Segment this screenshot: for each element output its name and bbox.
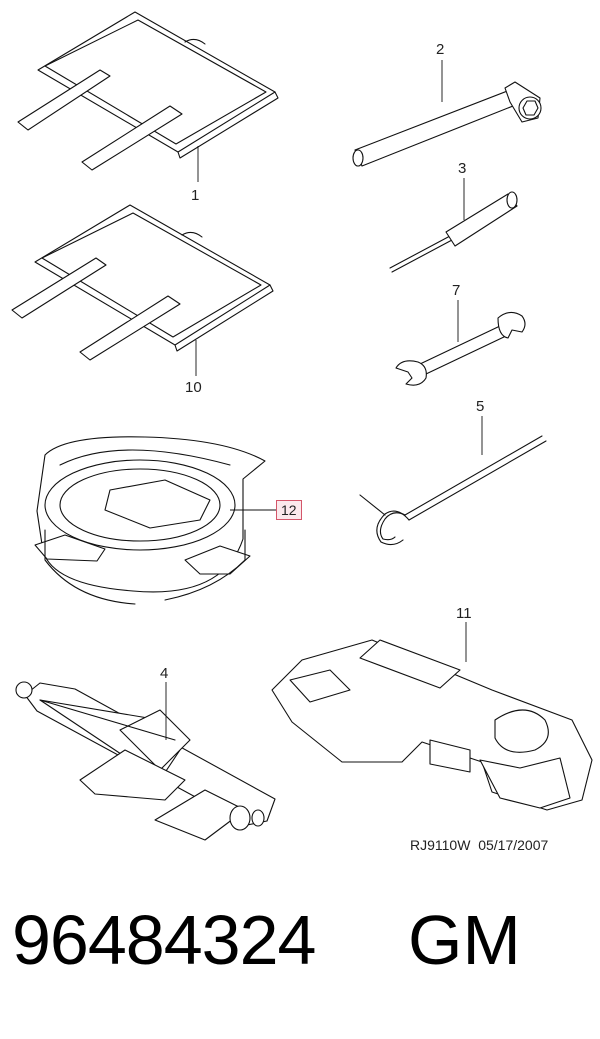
brand-name: GM <box>408 901 521 979</box>
callout-5: 5 <box>476 398 485 415</box>
spanner-drawing <box>395 311 526 386</box>
l-wrench-drawing <box>352 81 542 167</box>
tool-pouch-10-drawing <box>11 204 274 361</box>
callout-12[interactable]: 12 <box>276 500 302 520</box>
parts-diagram <box>11 11 593 841</box>
callout-10: 10 <box>185 379 202 396</box>
jack-base-drawing <box>271 639 593 811</box>
scissor-jack-drawing <box>15 681 276 841</box>
callout-2: 2 <box>436 41 445 58</box>
callout-7: 7 <box>452 282 461 299</box>
hook-rod-drawing <box>359 435 547 546</box>
callout-4: 4 <box>160 665 169 682</box>
callout-3: 3 <box>458 160 467 177</box>
tool-tray-drawing <box>34 436 266 605</box>
callout-11: 11 <box>456 605 472 622</box>
callout-1: 1 <box>191 187 200 204</box>
tool-pouch-1-drawing <box>17 11 279 171</box>
callout-leaders <box>165 60 483 740</box>
part-number: 96484324 <box>12 901 316 979</box>
screwdriver-drawing <box>389 191 518 273</box>
drawing-reference-code: RJ9110W 05/17/2007 <box>410 837 549 853</box>
